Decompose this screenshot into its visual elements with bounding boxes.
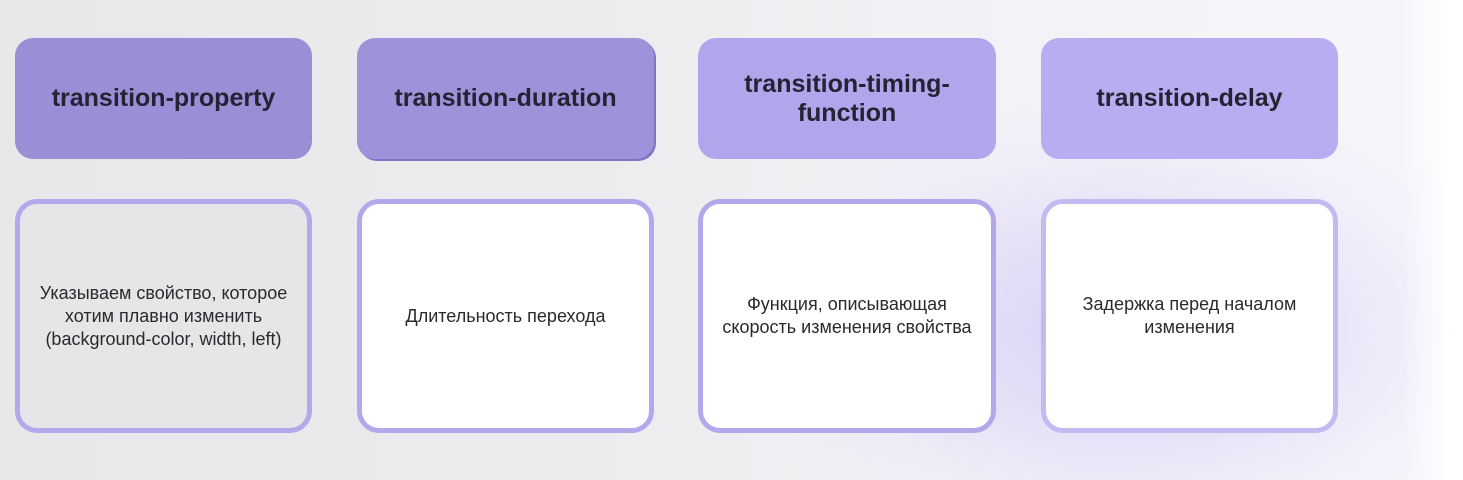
description-transition-duration: Длительность перехода bbox=[357, 199, 654, 433]
header-label: transition-delay bbox=[1096, 84, 1283, 112]
header-transition-duration: transition-duration bbox=[357, 38, 654, 159]
header-label: transition-property bbox=[51, 84, 276, 112]
header-label: transition-duration bbox=[394, 84, 617, 112]
background-fade bbox=[1403, 0, 1463, 480]
description-text: Задержка перед началом изменения bbox=[1082, 294, 1297, 337]
description-text: Указываем свойство, которое хотим плавно… bbox=[39, 282, 288, 349]
description-text: Функция, описывающая скорость изменения … bbox=[722, 294, 972, 337]
header-transition-delay: transition-delay bbox=[1041, 38, 1338, 159]
description-transition-timing-function: Функция, описывающая скорость изменения … bbox=[698, 199, 996, 433]
description-transition-property: Указываем свойство, которое хотим плавно… bbox=[15, 199, 312, 433]
description-text: Длительность перехода bbox=[405, 305, 606, 326]
header-label: transition-timing-function bbox=[744, 69, 950, 127]
header-transition-timing-function: transition-timing-function bbox=[698, 38, 996, 159]
header-transition-property: transition-property bbox=[15, 38, 312, 159]
description-transition-delay: Задержка перед началом изменения bbox=[1041, 199, 1338, 433]
